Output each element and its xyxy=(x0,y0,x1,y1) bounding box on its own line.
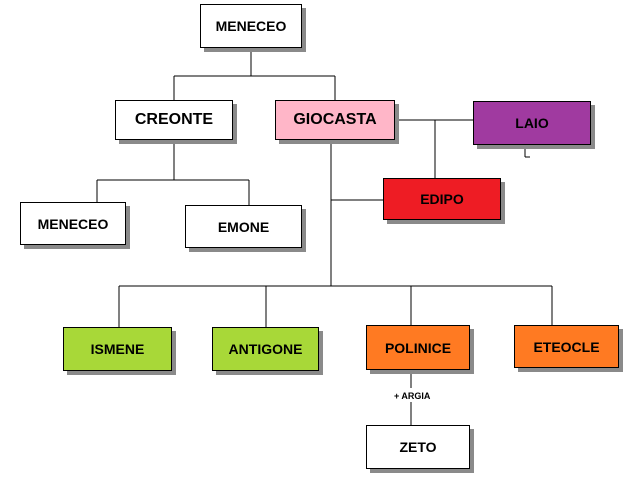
node-zeto: ZETO xyxy=(366,425,470,469)
node-label: ZETO xyxy=(399,439,437,455)
node-creonte: CREONTE xyxy=(115,100,233,140)
node-label: CREONTE xyxy=(134,111,214,128)
node-emone: EMONE xyxy=(185,205,302,248)
node-label: POLINICE xyxy=(384,339,452,356)
node-giocasta: GIOCASTA xyxy=(275,100,395,140)
node-polinice: POLINICE xyxy=(366,325,470,370)
node-laio: LAIO xyxy=(473,101,591,145)
node-label: LAIO xyxy=(515,115,549,131)
node-meneceo-child: MENECEO xyxy=(20,202,126,245)
node-label: EMONE xyxy=(217,218,270,235)
node-ismene: ISMENE xyxy=(63,327,172,371)
node-label: MENECEO xyxy=(37,215,109,232)
node-antigone: ANTIGONE xyxy=(212,327,319,371)
node-label: EDIPO xyxy=(420,191,464,207)
argia-annotation: + ARGIA xyxy=(394,391,431,401)
node-eteocle: ETEOCLE xyxy=(514,325,619,368)
node-meneceo-top: MENECEO xyxy=(200,4,302,48)
node-label: GIOCASTA xyxy=(293,111,377,128)
node-label: ANTIGONE xyxy=(228,341,303,357)
node-label: ETEOCLE xyxy=(533,338,600,355)
node-edipo: EDIPO xyxy=(383,178,501,220)
node-label: MENECEO xyxy=(215,18,287,34)
node-label: ISMENE xyxy=(90,341,145,357)
